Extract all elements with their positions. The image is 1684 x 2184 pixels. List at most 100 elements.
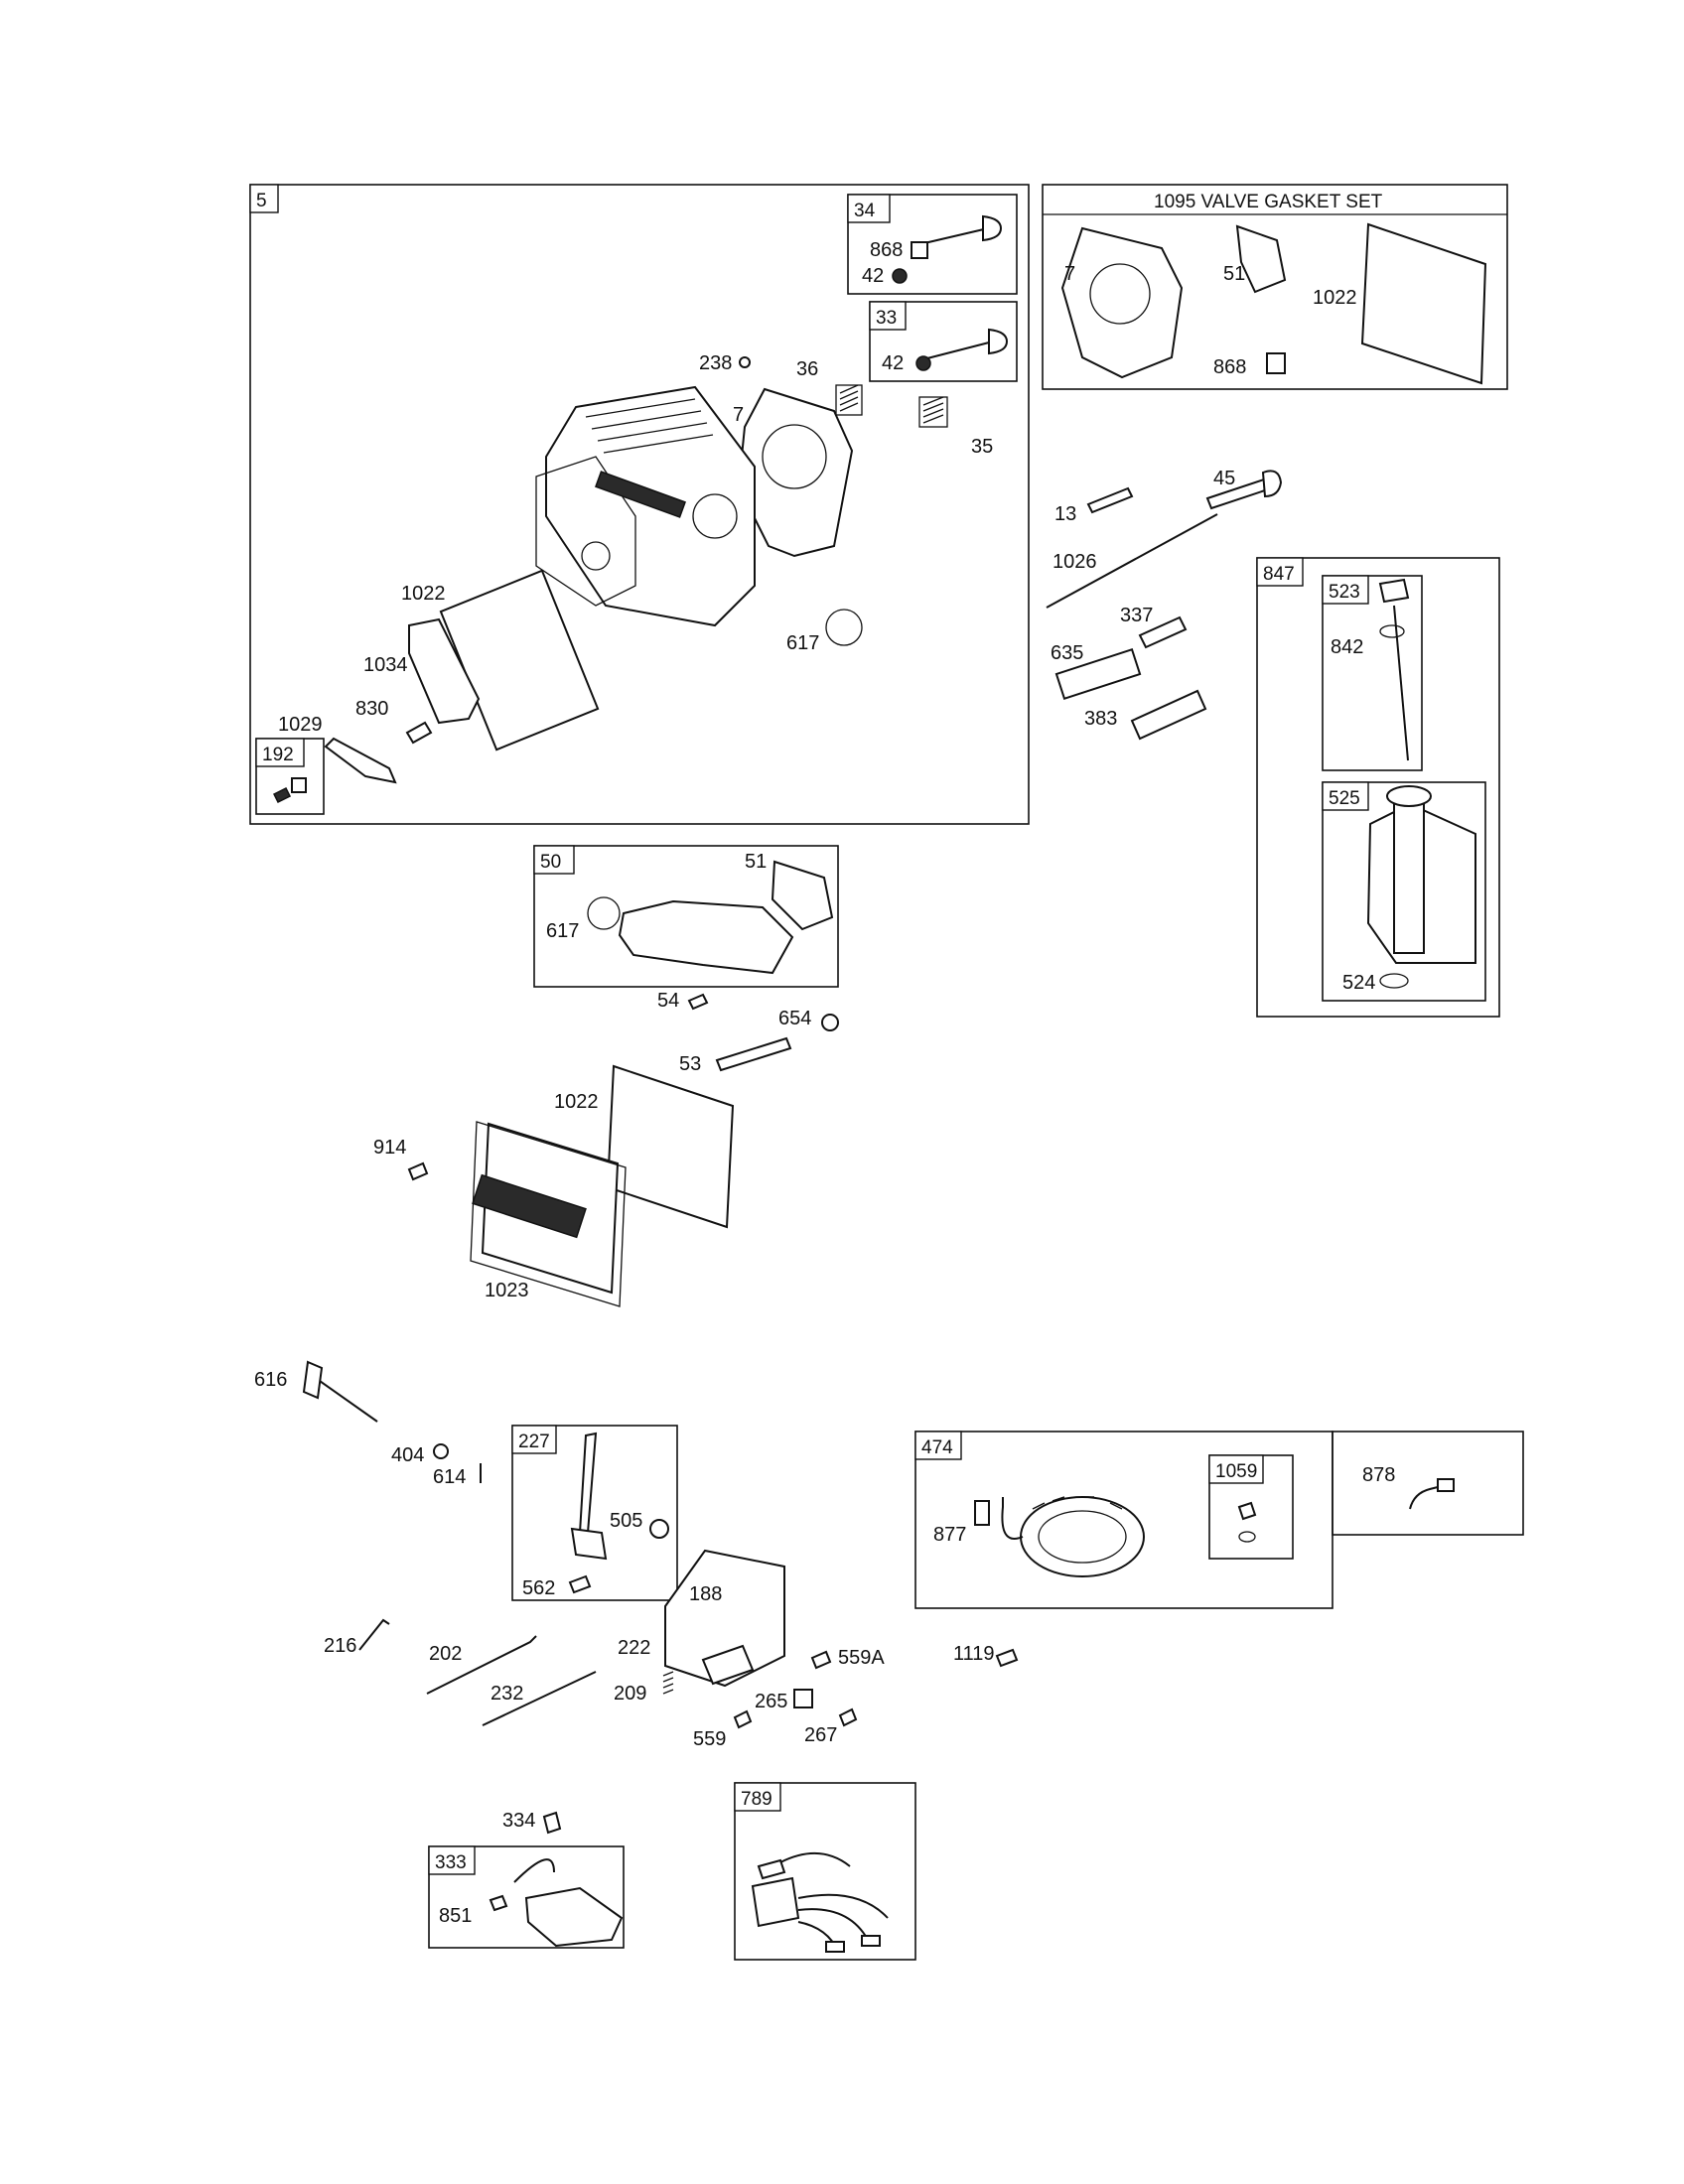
box-number: 847 xyxy=(1263,564,1295,585)
box-number: 333 xyxy=(435,1852,467,1873)
part-label: 617 xyxy=(546,920,579,942)
box-number: 474 xyxy=(921,1437,953,1458)
seal-shape xyxy=(1266,352,1286,374)
part-label: 1022 xyxy=(401,583,446,605)
box-50-intake-manifold: 50 51 617 xyxy=(533,845,839,988)
screw-shape xyxy=(810,1650,832,1670)
box-192-screw: 192 xyxy=(255,738,325,815)
cover-gasket-shape xyxy=(606,1064,735,1229)
nut-shape xyxy=(821,1014,839,1031)
box-number: 789 xyxy=(741,1789,772,1810)
part-label: 830 xyxy=(355,698,388,720)
part-label: 42 xyxy=(882,352,904,374)
tube-end-shape xyxy=(1261,470,1283,498)
box-33-intake-valve: 33 42 xyxy=(869,301,1018,382)
box-number: 192 xyxy=(262,745,294,765)
box-number: 50 xyxy=(540,852,561,873)
spring-link-shape xyxy=(482,1671,597,1726)
o-ring-shape xyxy=(825,609,863,646)
box-333-ignition-armature: 334 333 851 xyxy=(428,1810,625,1949)
manifold-shape xyxy=(618,899,794,975)
tool-shape xyxy=(1130,689,1207,741)
shaft-shape xyxy=(309,1373,378,1423)
spring-shape xyxy=(662,1671,674,1695)
connector-shape xyxy=(757,1858,786,1880)
manifold-gasket-shape xyxy=(771,860,834,931)
part-label: 614 xyxy=(433,1466,466,1488)
keeper-shape xyxy=(915,355,931,371)
screw-shape xyxy=(733,1709,753,1729)
lead-wire-shape xyxy=(1001,1497,1024,1540)
part-label: 238 xyxy=(699,352,732,374)
part-label: 851 xyxy=(439,1905,472,1927)
breather-plate-shape xyxy=(408,617,481,725)
nut-shape xyxy=(649,1519,669,1539)
part-label: 383 xyxy=(1084,708,1117,730)
gasket-shape xyxy=(1235,224,1287,294)
harness-wire-shape xyxy=(779,1851,851,1867)
box-number: 525 xyxy=(1329,788,1360,809)
link-shape xyxy=(358,1618,390,1651)
part-label: 654 xyxy=(778,1008,811,1029)
part-label: 617 xyxy=(786,632,819,654)
cylinder-head-shape xyxy=(535,385,756,627)
part-label: 877 xyxy=(933,1524,966,1546)
part-label: 51 xyxy=(1223,263,1245,285)
washer-shape xyxy=(433,1443,449,1459)
part-label: 13 xyxy=(1054,503,1076,525)
governor-lever-shape xyxy=(578,1432,598,1534)
part-label: 7 xyxy=(733,404,744,426)
screw-shape xyxy=(687,993,709,1011)
fill-tube-shape xyxy=(1393,793,1425,954)
box-number: 1059 xyxy=(1215,1461,1257,1482)
box-number: 523 xyxy=(1329,582,1360,603)
part-label: 1026 xyxy=(1052,551,1097,573)
part-label: 36 xyxy=(796,358,818,380)
part-label: 1022 xyxy=(554,1091,599,1113)
manifold-hardware: 54 654 53 xyxy=(657,990,839,1075)
governor-link-shape xyxy=(426,1635,537,1695)
valve-head-shape xyxy=(982,214,1003,242)
part-label: 54 xyxy=(657,990,679,1012)
part-label: 524 xyxy=(1342,972,1375,994)
box-847-dipstick-tube: 847 523 842 525 524 xyxy=(1256,557,1500,1018)
part-label: 51 xyxy=(745,851,767,873)
box-number: 34 xyxy=(854,201,876,221)
head-gasket-shape xyxy=(737,387,854,558)
screw-shape xyxy=(542,1811,562,1835)
o-ring-shape xyxy=(1379,624,1405,638)
part-label: 45 xyxy=(1213,468,1235,489)
gasket-shape xyxy=(1060,226,1184,379)
part-label: 216 xyxy=(324,1635,356,1657)
box-34-exhaust-valve: 34 868 42 xyxy=(847,194,1018,295)
clip-shape xyxy=(793,1689,813,1708)
part-label: 562 xyxy=(522,1577,555,1599)
box-number: 33 xyxy=(876,308,897,329)
box-5-cylinder-head: 5 34 868 42 33 42 238 xyxy=(249,184,1030,825)
part-label: 1029 xyxy=(278,714,323,736)
part-label: 878 xyxy=(1362,1464,1395,1486)
lift-bracket-shape xyxy=(324,737,397,784)
spark-lead-shape xyxy=(513,1858,555,1883)
loose-parts-upper-right: 13 45 1026 337 635 383 xyxy=(1046,468,1283,741)
part-label: 1119 xyxy=(953,1643,995,1665)
kit-title: 1095 VALVE GASKET SET xyxy=(1154,192,1383,212)
part-label: 505 xyxy=(610,1510,642,1532)
stud-shape xyxy=(715,1036,792,1072)
part-label: 914 xyxy=(373,1137,406,1159)
box-474-alternator: 474 877 1059 878 xyxy=(914,1431,1524,1609)
o-ring-shape xyxy=(587,896,621,930)
control-bracket-shape xyxy=(664,1549,785,1688)
valve-cover-group: 1022 914 1023 xyxy=(373,1064,735,1307)
part-label: 868 xyxy=(870,239,903,261)
part-label: 868 xyxy=(1213,356,1246,378)
part-label: 222 xyxy=(618,1637,650,1659)
screw-shape xyxy=(407,1161,429,1181)
valve-spring-36 xyxy=(835,384,863,416)
box-number: 227 xyxy=(518,1432,550,1452)
part-label: 35 xyxy=(971,436,993,458)
part-label: 232 xyxy=(491,1683,523,1705)
part-label: 188 xyxy=(689,1583,722,1605)
push-rod-shape xyxy=(1046,513,1218,609)
